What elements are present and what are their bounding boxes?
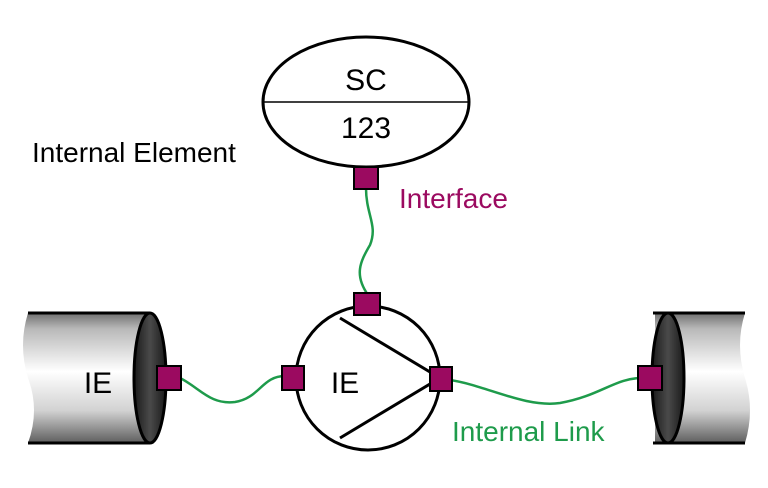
sc-top-label: SC bbox=[345, 64, 387, 97]
interface-pump-right[interactable] bbox=[429, 366, 453, 392]
link-pump-to-right-pipe bbox=[449, 376, 643, 405]
pump-element[interactable]: IE bbox=[294, 304, 443, 452]
internal-links bbox=[179, 187, 643, 405]
pump-circle bbox=[294, 304, 442, 452]
left-pipe[interactable]: IE bbox=[23, 311, 168, 445]
internal-element-label: Internal Element bbox=[32, 137, 236, 168]
interface-right-pipe[interactable] bbox=[637, 365, 663, 391]
link-left-pipe-to-pump bbox=[179, 374, 286, 404]
interface-left-pipe[interactable] bbox=[156, 365, 182, 391]
interface-label: Interface bbox=[399, 183, 508, 214]
pump-label: IE bbox=[331, 367, 359, 400]
interface-pump-top[interactable] bbox=[353, 292, 381, 316]
interface-sc-bottom[interactable] bbox=[353, 166, 379, 190]
right-pipe[interactable] bbox=[650, 311, 750, 445]
link-sc-to-pump bbox=[358, 187, 374, 296]
left-pipe-label: IE bbox=[84, 367, 112, 400]
interface-pump-left[interactable] bbox=[281, 365, 305, 391]
sc-bottom-label: 123 bbox=[341, 112, 391, 145]
sc-element[interactable]: SC 123 bbox=[261, 35, 471, 169]
interfaces bbox=[156, 166, 663, 392]
left-pipe-body bbox=[23, 313, 148, 443]
internal-link-label: Internal Link bbox=[452, 416, 606, 447]
